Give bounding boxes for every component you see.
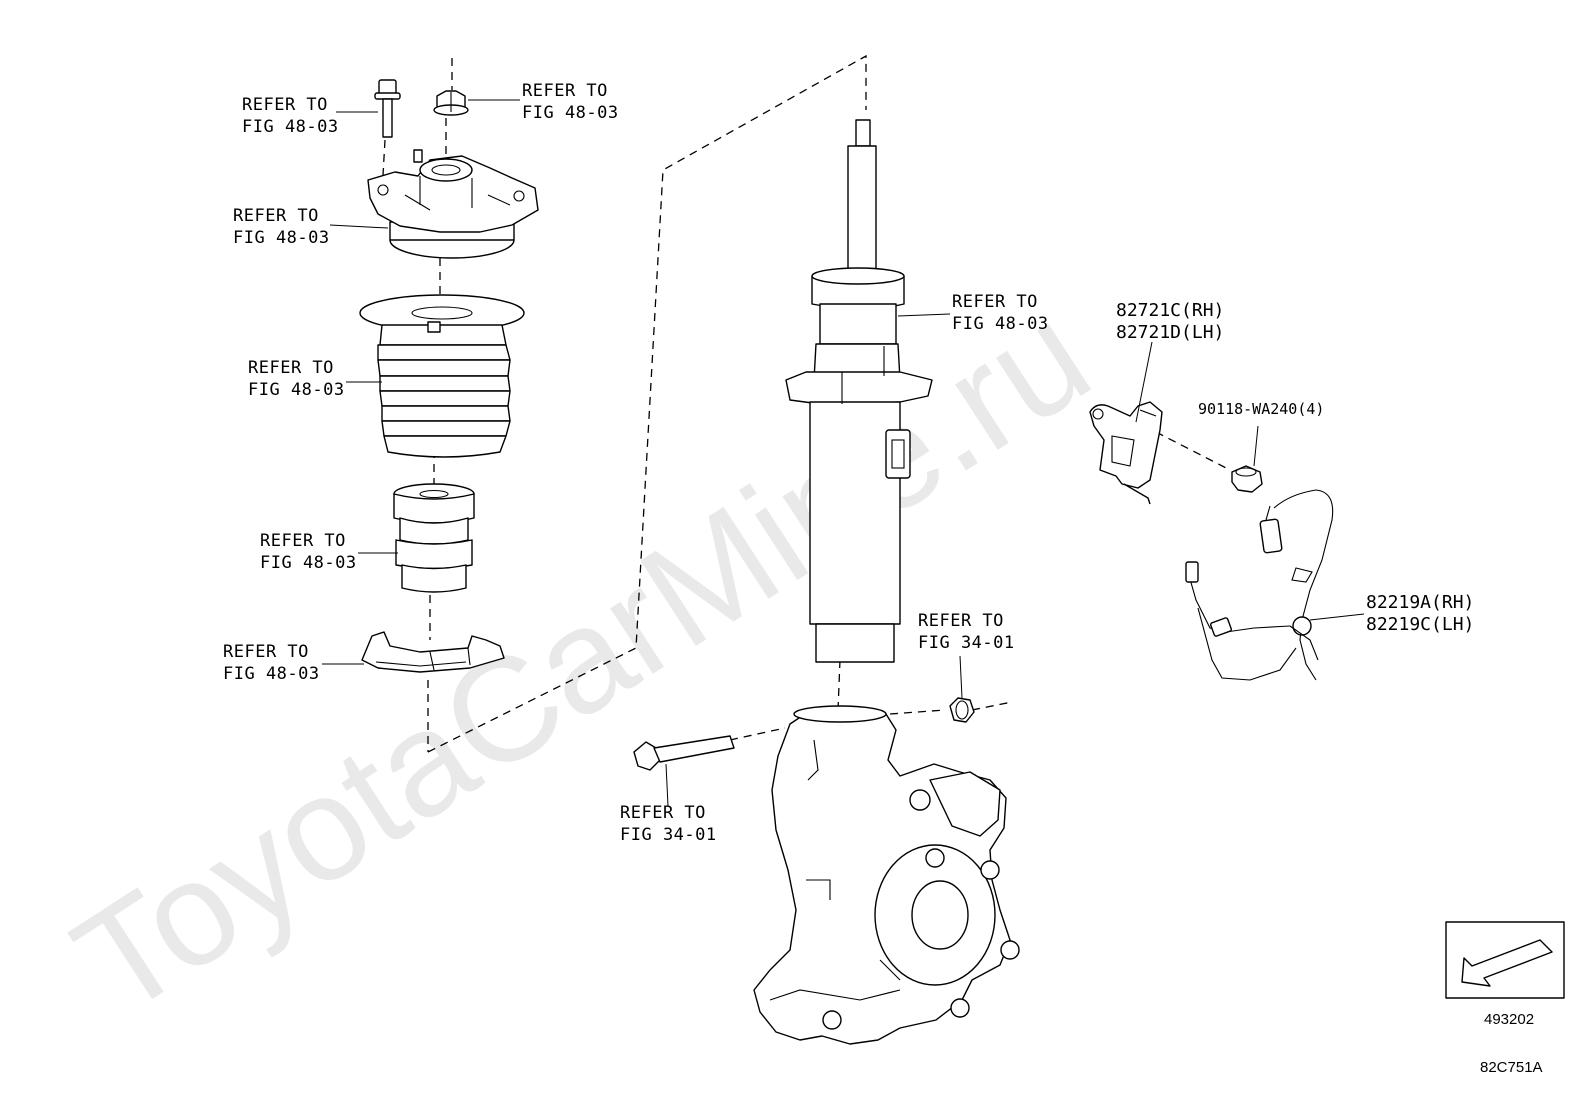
callout-line-1: REFER TO [522,81,608,101]
part-number-screw: 90118-WA240(4) [1198,400,1324,418]
callout-lower-insulator: REFER TO FIG 48-03 [223,642,320,684]
callout-knuckle-bolt: REFER TO FIG 34-01 [620,803,717,845]
lower-insulator [361,631,505,673]
callout-line-1: REFER TO [952,292,1038,312]
part-number-rh: 82721C(RH) [1116,300,1224,321]
callout-dust-boot: REFER TO FIG 48-03 [248,358,345,400]
part-number-lh: 82219C(LH) [1366,614,1474,635]
assembly-dashed-lines [382,54,1231,753]
callout-line-2: FIG 48-03 [242,117,339,137]
steering-knuckle [753,705,1020,1045]
callout-line-2: FIG 48-03 [952,314,1049,334]
figure-code: 82C751A [1480,1059,1543,1076]
callout-nut-top: REFER TO FIG 48-03 [522,81,619,123]
mount-bolt [374,79,401,138]
callout-line-1: REFER TO [260,531,346,551]
callout-line-2: FIG 34-01 [918,633,1015,653]
callout-line-1: REFER TO [918,611,1004,631]
callout-line-2: FIG 48-03 [260,553,357,573]
callout-bolt-top: REFER TO FIG 48-03 [242,95,339,137]
leader-lines [322,99,1365,807]
part-number-sensor: 82219A(RH) 82219C(LH) [1366,592,1474,635]
callout-line-2: FIG 34-01 [620,825,717,845]
callout-line-2: FIG 48-03 [233,228,330,248]
part-number-lh: 82721D(LH) [1116,322,1224,343]
callout-line-2: FIG 48-03 [522,103,619,123]
orientation-arrow-icon [1445,921,1565,999]
knuckle-nut [949,697,975,723]
callout-line-1: REFER TO [248,358,334,378]
orientation-code: 493202 [1484,1011,1534,1028]
callout-line-1: REFER TO [223,642,309,662]
part-number-rh: 82219A(RH) [1366,592,1474,613]
speed-sensor [1185,489,1334,681]
sensor-bracket [1089,401,1163,505]
callout-shock-absorber: REFER TO FIG 48-03 [952,292,1049,334]
bump-stopper [393,483,475,593]
callout-bump-stopper: REFER TO FIG 48-03 [260,531,357,573]
callout-line-1: REFER TO [242,95,328,115]
callout-line-2: FIG 48-03 [248,380,345,400]
bracket-screw [1231,465,1263,493]
knuckle-bolt [633,735,735,771]
part-number-bracket: 82721C(RH) 82721D(LH) [1116,300,1224,343]
callout-line-1: REFER TO [620,803,706,823]
upper-support-mount [367,149,539,259]
dust-boot [359,294,525,458]
mount-nut [433,90,469,116]
shock-absorber [785,119,933,663]
callout-line-2: FIG 48-03 [223,664,320,684]
callout-line-1: REFER TO [233,206,319,226]
callout-knuckle-nut: REFER TO FIG 34-01 [918,611,1015,653]
callout-upper-mount: REFER TO FIG 48-03 [233,206,330,248]
